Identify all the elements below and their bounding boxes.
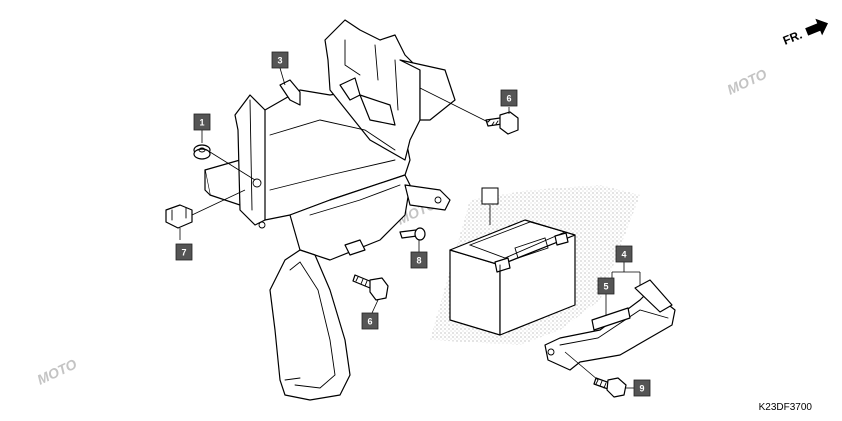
svg-text:1: 1: [199, 118, 204, 128]
svg-text:6: 6: [506, 94, 511, 104]
flange-bolt-part-6-top: [485, 111, 519, 135]
svg-text:FR.: FR.: [781, 28, 804, 48]
svg-text:4: 4: [621, 250, 626, 260]
battery: [449, 219, 576, 336]
watermark-logo-topright: MOTO: [725, 66, 770, 98]
leader-7b: [191, 189, 246, 216]
front-arrow-icon: [805, 18, 829, 36]
bolt-part-9: [593, 377, 627, 398]
screw-part-8: [399, 227, 426, 241]
callout-9: 9: [633, 379, 651, 397]
grommet-part-1: [193, 144, 211, 160]
watermark-logo-bottomleft: MOTO: [35, 356, 80, 388]
callout-4: 4: [615, 245, 633, 263]
battery-hold-bracket-part-4: [544, 279, 676, 371]
callout-7: 7: [175, 243, 193, 261]
flange-bolt-part-6-lower: [352, 274, 389, 301]
svg-text:3: 3: [277, 56, 282, 66]
svg-text:9: 9: [639, 384, 644, 394]
leader-3: [279, 67, 286, 86]
svg-text:8: 8: [416, 256, 421, 266]
svg-text:MOTO: MOTO: [35, 356, 80, 388]
clip-nut-part-7: [165, 204, 193, 229]
drawing-code: K23DF3700: [758, 402, 812, 413]
leader-6b: [371, 299, 379, 314]
leader-9b: [564, 351, 599, 381]
svg-text:6: 6: [367, 317, 372, 327]
leader-6a-b: [419, 87, 489, 123]
leader-1b: [209, 151, 256, 181]
leader-4: [611, 262, 641, 285]
svg-text:7: 7: [181, 248, 186, 258]
callout-1: 1: [193, 113, 211, 131]
lower-cover: [269, 249, 351, 401]
callout-8: 8: [410, 251, 428, 269]
callout-5: 5: [597, 277, 615, 295]
callout-battery: [481, 187, 499, 205]
front-direction-indicator: FR.: [781, 18, 829, 48]
callout-6-lower: 6: [361, 312, 379, 330]
callout-6-top: 6: [500, 89, 518, 107]
rubber-pad-part-5: [591, 307, 631, 331]
svg-text:MOTO: MOTO: [725, 66, 770, 98]
battery-box: [204, 19, 456, 261]
svg-text:5: 5: [603, 282, 608, 292]
callout-3: 3: [271, 51, 289, 69]
